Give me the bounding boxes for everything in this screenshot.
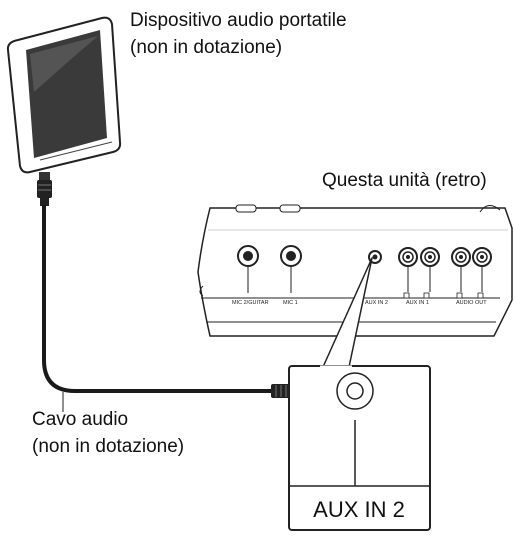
panel-label-mic1: MIC 1 <box>283 300 298 306</box>
panel-label-mic2: MIC 2/GUITAR <box>232 300 269 306</box>
cable-label-line2: (non in dotazione) <box>32 436 185 457</box>
mic2-jack <box>237 245 259 293</box>
aux-in-2-callout: AUX IN 2 <box>288 365 431 531</box>
cable-label-line1: Cavo audio <box>32 409 129 430</box>
device-label-line1: Dispositivo audio portatile <box>130 10 347 31</box>
device-plug <box>37 172 52 206</box>
unit-label: Questa unità (retro) <box>322 170 487 191</box>
audio-out-jacks <box>451 247 492 299</box>
portable-audio-device <box>6 16 122 174</box>
audio-cable <box>42 205 272 393</box>
device-label-line2: (non in dotazione) <box>130 37 283 58</box>
panel-label-aux1: AUX IN 1 <box>406 300 429 306</box>
callout-aux-in-2-label: AUX IN 2 <box>313 497 405 522</box>
panel-label-audio-out: AUDIO OUT <box>456 300 487 306</box>
panel-label-aux2: AUX IN 2 <box>365 300 388 306</box>
mic1-jack <box>280 245 302 293</box>
aux-in-1-jacks <box>398 247 440 299</box>
